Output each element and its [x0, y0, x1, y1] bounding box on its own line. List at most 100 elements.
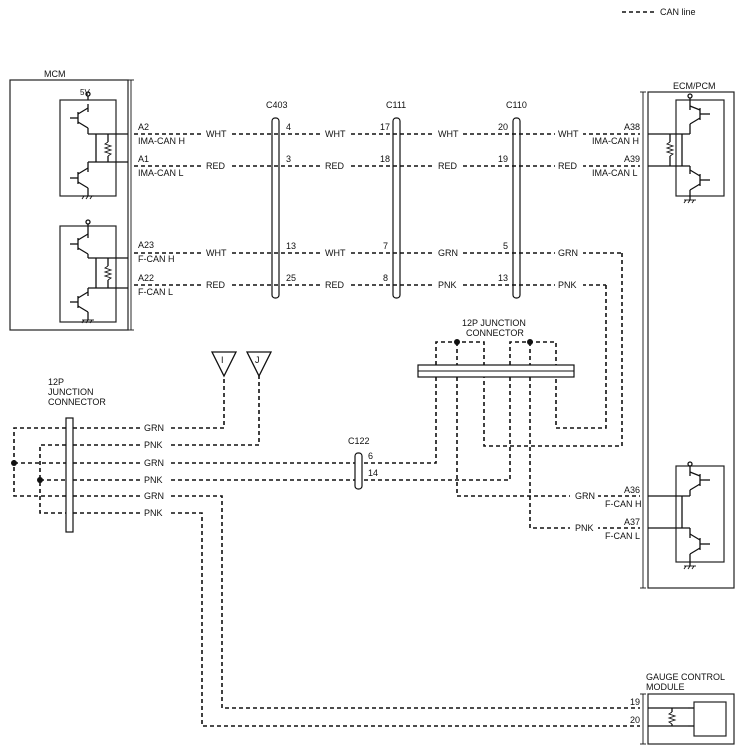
ecm-pin-a36: A36: [624, 485, 640, 495]
gauge-pin-19: 19: [630, 697, 640, 707]
wire-junction-to-c122-6: [362, 377, 437, 464]
wire-row-ima-can-h: WHT WHT WHT WHT: [134, 127, 640, 139]
wire-color-label: PNK: [144, 475, 163, 485]
mcm-signal-ima-can-l: IMA-CAN L: [138, 168, 184, 178]
legend: CAN line: [622, 7, 696, 17]
c403-pin-25: 25: [286, 273, 296, 283]
wire-color-label: GRN: [438, 248, 458, 258]
connector-c111: C111 17 18 7 8: [380, 100, 406, 299]
c403-pin-13: 13: [286, 241, 296, 251]
junction-connector-right: 12P JUNCTION CONNECTOR: [417, 318, 575, 378]
wire-color-label: RED: [206, 280, 226, 290]
wire-pnk-junction-to-ecm: [529, 377, 640, 529]
mcm-pin-a23: A23: [138, 240, 154, 250]
wire-color-label: WHT: [325, 129, 346, 139]
wire-color-label: PNK: [558, 280, 577, 290]
connector-c111-label: C111: [386, 100, 406, 110]
wire-color-label: PNK: [144, 508, 163, 518]
left-wire-labels: GRN PNK GRN PNK GRN PNK: [140, 421, 168, 518]
c110-pin-5: 5: [503, 241, 508, 251]
ecm-lower-transceiver-symbol: [648, 461, 725, 570]
c111-pin-8: 8: [383, 273, 388, 283]
c403-pin-3: 3: [286, 154, 291, 164]
offpage-i-label: I: [221, 355, 224, 365]
wire-color-label: WHT: [206, 248, 227, 258]
mcm-upper-transceiver-symbol: [59, 91, 128, 200]
mcm-pin-a1: A1: [138, 154, 149, 164]
c122-pin-14: 14: [368, 468, 378, 478]
mcm-pin-a22: A22: [138, 273, 154, 283]
c111-pin-17: 17: [380, 122, 390, 132]
wire-color-label: PNK: [144, 440, 163, 450]
junction-right-label-line2: CONNECTOR: [466, 328, 524, 338]
mcm-module: MCM 5V: [9, 69, 185, 331]
connector-c110-label: C110: [506, 100, 527, 110]
connector-c122-label: C122: [348, 436, 370, 446]
wire-color-label: WHT: [438, 129, 459, 139]
legend-label: CAN line: [660, 7, 696, 17]
mcm-signal-f-can-l: F-CAN L: [138, 287, 173, 297]
offpage-j-label: J: [255, 355, 260, 365]
wire-grn-junction-to-ecm: [456, 377, 640, 497]
offpage-connector-i: I: [210, 351, 238, 378]
c122-pin-6: 6: [368, 451, 373, 461]
c110-pin-13: 13: [498, 273, 508, 283]
wire-color-label: RED: [206, 161, 226, 171]
wire-color-label: GRN: [575, 491, 595, 501]
ecm-signal-f-can-l: F-CAN L: [605, 531, 640, 541]
junction-left-label-line1: 12P: [48, 377, 64, 387]
wire-color-label: PNK: [575, 523, 594, 533]
c111-pin-18: 18: [380, 154, 390, 164]
wire-color-label: RED: [438, 161, 458, 171]
wire-color-label: RED: [325, 161, 345, 171]
junction-left-label-line3: CONNECTOR: [48, 397, 106, 407]
ecm-upper-transceiver-symbol: [648, 93, 725, 204]
c111-pin-7: 7: [383, 241, 388, 251]
connector-c110: C110 20 19 5 13: [498, 100, 527, 299]
mcm-signal-f-can-h: F-CAN H: [138, 254, 175, 264]
junction-connector-left: 12P JUNCTION CONNECTOR: [11, 377, 106, 533]
c403-pin-4: 4: [286, 122, 291, 132]
wire-color-label: GRN: [144, 491, 164, 501]
ecm-signal-ima-can-l: IMA-CAN L: [592, 168, 638, 178]
ecm-signal-ima-can-h: IMA-CAN H: [592, 136, 639, 146]
gauge-title-line2: MODULE: [646, 682, 685, 692]
connector-c403-label: C403: [266, 100, 288, 110]
wire-pnk-c110-to-junction: [555, 285, 607, 429]
offpage-connector-j: J: [245, 351, 273, 378]
wire-color-label: PNK: [438, 280, 457, 290]
connector-c403: C403 4 3 13 25: [266, 100, 296, 299]
mcm-lower-transceiver-symbol: [59, 219, 128, 324]
gauge-control-module: GAUGE CONTROL MODULE 19 20: [630, 672, 735, 745]
wire-row-f-can-h: WHT WHT GRN GRN: [134, 246, 622, 258]
c110-pin-20: 20: [498, 122, 508, 132]
mcm-supply-label: 5V: [80, 88, 90, 97]
mcm-title: MCM: [44, 69, 66, 79]
wire-row-ima-can-l: RED RED RED RED: [134, 159, 640, 171]
c110-pin-19: 19: [498, 154, 508, 164]
wire-grn-to-gauge: [73, 495, 640, 709]
wire-color-label: RED: [558, 161, 578, 171]
wire-color-label: WHT: [558, 129, 579, 139]
wire-grn-to-offpage-i: [73, 376, 225, 429]
mcm-pin-a2: A2: [138, 122, 149, 132]
wire-color-label: RED: [325, 280, 345, 290]
wire-pnk-to-gauge: [73, 512, 640, 727]
wire-color-label: GRN: [144, 458, 164, 468]
ecm-pin-a38: A38: [624, 122, 640, 132]
wire-color-label: GRN: [144, 423, 164, 433]
ecm-pin-a39: A39: [624, 154, 640, 164]
gauge-pin-20: 20: [630, 715, 640, 725]
ecm-signal-f-can-h: F-CAN H: [605, 499, 642, 509]
wire-color-label: GRN: [558, 248, 578, 258]
wire-grn-c110-to-junction: [483, 253, 623, 447]
junction-left-label-line2: JUNCTION: [48, 387, 94, 397]
ecm-pcm-module: ECM/PCM: [592, 81, 735, 589]
gauge-title-line1: GAUGE CONTROL: [646, 672, 725, 682]
wire-row-f-can-l: RED RED PNK PNK: [134, 278, 606, 290]
ecm-pin-a37: A37: [624, 517, 640, 527]
connector-c122: C122 6 14: [348, 436, 378, 490]
wire-pnk-to-offpage-j: [73, 376, 260, 446]
mcm-signal-ima-can-h: IMA-CAN H: [138, 136, 185, 146]
